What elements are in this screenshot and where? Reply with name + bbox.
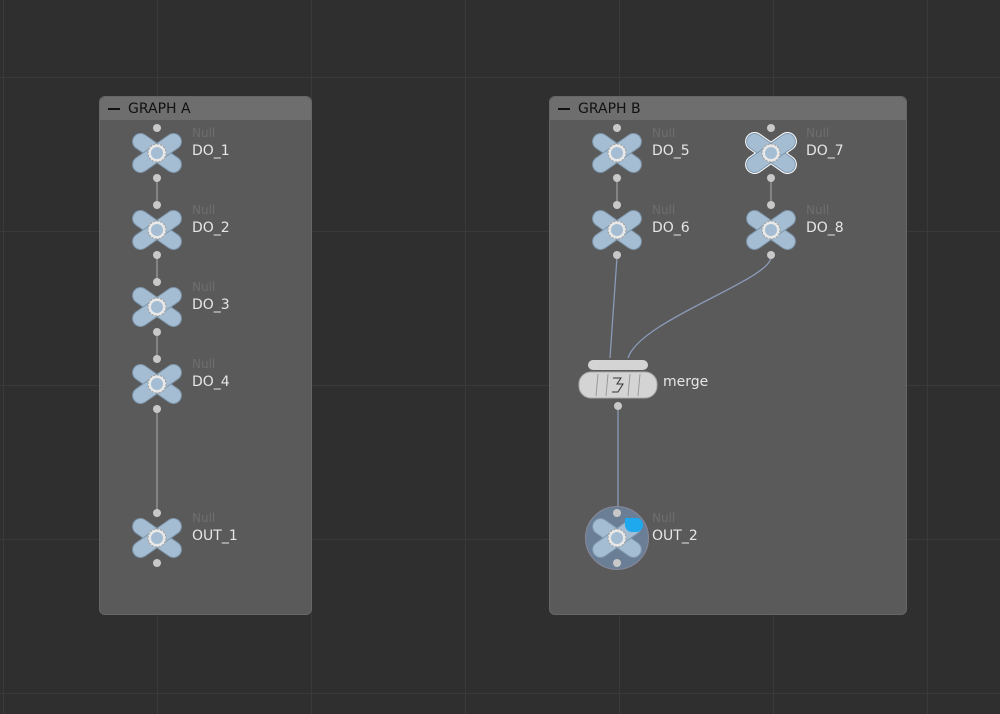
null-node-icon xyxy=(127,131,187,175)
output-connector[interactable] xyxy=(153,405,161,413)
null-node-icon xyxy=(587,131,647,175)
input-connector[interactable] xyxy=(153,201,161,209)
output-connector[interactable] xyxy=(613,174,621,182)
collapse-icon[interactable] xyxy=(558,107,570,110)
output-connector[interactable] xyxy=(153,328,161,336)
output-connector[interactable] xyxy=(153,174,161,182)
input-connector[interactable] xyxy=(613,124,621,132)
node-name-label[interactable]: DO_3 xyxy=(192,297,230,313)
null-node-icon xyxy=(127,516,187,560)
node-name-label[interactable]: DO_2 xyxy=(192,220,230,236)
network-box-title: GRAPH A xyxy=(128,100,191,117)
node-name-label[interactable]: OUT_2 xyxy=(652,528,698,544)
node-name-label[interactable]: DO_6 xyxy=(652,220,690,236)
input-connector[interactable] xyxy=(613,509,621,517)
node-type-label: Null xyxy=(192,511,216,525)
node-type-label: Null xyxy=(192,357,216,371)
null-node-icon xyxy=(587,516,647,560)
input-connector[interactable] xyxy=(767,124,775,132)
output-connector[interactable] xyxy=(767,174,775,182)
node-name-label[interactable]: DO_4 xyxy=(192,374,230,390)
null-node-icon xyxy=(127,362,187,406)
node-type-label: Null xyxy=(192,203,216,217)
wire xyxy=(627,256,772,359)
node-name-label[interactable]: DO_8 xyxy=(806,220,844,236)
input-connector[interactable] xyxy=(613,201,621,209)
node-type-label: Null xyxy=(806,203,830,217)
null-node-icon xyxy=(741,208,801,252)
node-name-label[interactable]: DO_1 xyxy=(192,143,230,159)
null-node-icon xyxy=(587,208,647,252)
node-type-label: Null xyxy=(652,203,676,217)
node-name-label[interactable]: OUT_1 xyxy=(192,528,238,544)
null-node-icon xyxy=(127,208,187,252)
collapse-icon[interactable] xyxy=(108,107,120,110)
node-type-label: Null xyxy=(192,126,216,140)
output-connector[interactable] xyxy=(613,559,621,567)
node-name-label[interactable]: DO_5 xyxy=(652,143,690,159)
output-connector[interactable] xyxy=(767,251,775,259)
network-box-title: GRAPH B xyxy=(578,100,641,117)
node-name-label[interactable]: DO_7 xyxy=(806,143,844,159)
node-type-label: Null xyxy=(192,280,216,294)
output-connector[interactable] xyxy=(153,559,161,567)
input-connector[interactable] xyxy=(153,355,161,363)
node-type-label: Null xyxy=(652,126,676,140)
input-connector[interactable] xyxy=(767,201,775,209)
input-connector[interactable] xyxy=(153,509,161,517)
node-name-label[interactable]: merge xyxy=(663,374,709,390)
output-connector[interactable] xyxy=(614,402,622,410)
null-node-icon xyxy=(741,131,801,175)
null-node-icon xyxy=(127,285,187,329)
input-connector[interactable] xyxy=(153,278,161,286)
display-flag-icon[interactable] xyxy=(625,518,643,532)
output-connector[interactable] xyxy=(153,251,161,259)
wire xyxy=(609,256,618,359)
node-type-label: Null xyxy=(806,126,830,140)
node-type-label: Null xyxy=(652,511,676,525)
input-connector[interactable] xyxy=(153,124,161,132)
output-connector[interactable] xyxy=(613,251,621,259)
